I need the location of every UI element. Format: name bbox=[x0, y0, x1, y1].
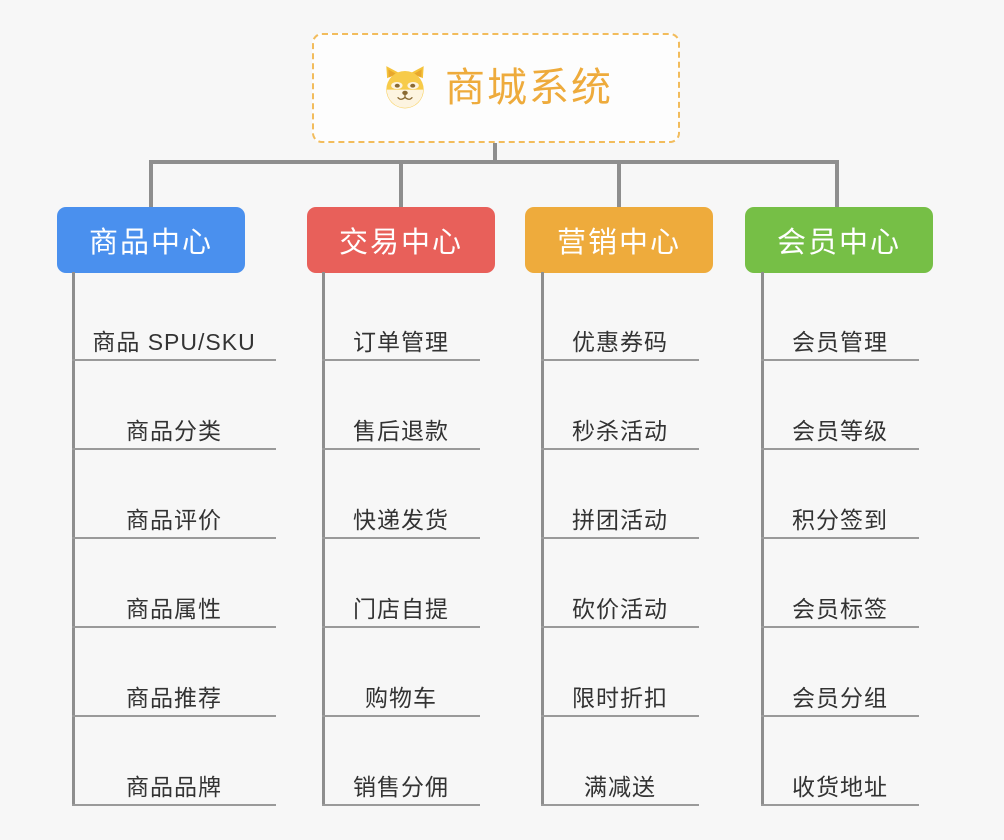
category-header-4[interactable]: 会员中心 bbox=[745, 207, 933, 273]
connector-drop-1 bbox=[149, 160, 153, 207]
leaf-item-4-3[interactable]: 积分签到 bbox=[761, 450, 919, 539]
leaf-label: 收货地址 bbox=[792, 773, 888, 800]
category-header-4-label: 会员中心 bbox=[776, 227, 901, 259]
category-header-3[interactable]: 营销中心 bbox=[525, 207, 713, 273]
leaf-spine-4 bbox=[761, 272, 764, 806]
category-header-2-label: 交易中心 bbox=[338, 227, 463, 259]
leaf-label: 会员管理 bbox=[792, 328, 888, 355]
leaf-label: 商品 SPU/SKU bbox=[92, 328, 256, 355]
leaf-column-1: 商品 SPU/SKU 商品分类 商品评价 商品属性 商品推荐 商品品牌 bbox=[72, 272, 276, 806]
leaf-label: 销售分佣 bbox=[353, 773, 449, 800]
leaf-label: 门店自提 bbox=[353, 595, 449, 622]
leaf-item-2-4[interactable]: 门店自提 bbox=[322, 539, 480, 628]
leaf-label: 砍价活动 bbox=[572, 595, 668, 622]
connector-horizontal-bar bbox=[149, 160, 839, 164]
leaf-label: 订单管理 bbox=[353, 328, 449, 355]
category-header-3-label: 营销中心 bbox=[556, 227, 681, 259]
leaf-item-1-1[interactable]: 商品 SPU/SKU bbox=[72, 272, 276, 361]
leaf-item-3-3[interactable]: 拼团活动 bbox=[541, 450, 699, 539]
leaf-item-1-6[interactable]: 商品品牌 bbox=[72, 717, 276, 806]
leaf-label: 会员标签 bbox=[792, 595, 888, 622]
connector-root-stem bbox=[493, 143, 497, 162]
leaf-column-3: 优惠券码 秒杀活动 拼团活动 砍价活动 限时折扣 满减送 bbox=[541, 272, 699, 806]
leaf-item-3-5[interactable]: 限时折扣 bbox=[541, 628, 699, 717]
leaf-label: 商品评价 bbox=[126, 506, 222, 533]
leaf-item-2-2[interactable]: 售后退款 bbox=[322, 361, 480, 450]
leaf-spine-2 bbox=[322, 272, 325, 806]
root-label: 商城系统 bbox=[445, 66, 613, 110]
leaf-label: 积分签到 bbox=[792, 506, 888, 533]
leaf-label: 商品分类 bbox=[126, 417, 222, 444]
leaf-label: 会员等级 bbox=[792, 417, 888, 444]
leaf-item-3-4[interactable]: 砍价活动 bbox=[541, 539, 699, 628]
leaf-label: 秒杀活动 bbox=[572, 417, 668, 444]
leaf-column-4: 会员管理 会员等级 积分签到 会员标签 会员分组 收货地址 bbox=[761, 272, 919, 806]
leaf-label: 快递发货 bbox=[353, 506, 449, 533]
leaf-item-4-1[interactable]: 会员管理 bbox=[761, 272, 919, 361]
leaf-label: 商品推荐 bbox=[126, 684, 222, 711]
connector-drop-4 bbox=[835, 160, 839, 207]
leaf-item-2-5[interactable]: 购物车 bbox=[322, 628, 480, 717]
leaf-label: 优惠券码 bbox=[572, 328, 668, 355]
connector-drop-2 bbox=[399, 160, 403, 207]
leaf-column-2: 订单管理 售后退款 快递发货 门店自提 购物车 销售分佣 bbox=[322, 272, 480, 806]
leaf-item-4-4[interactable]: 会员标签 bbox=[761, 539, 919, 628]
leaf-item-4-2[interactable]: 会员等级 bbox=[761, 361, 919, 450]
leaf-item-1-4[interactable]: 商品属性 bbox=[72, 539, 276, 628]
leaf-label: 会员分组 bbox=[792, 684, 888, 711]
leaf-item-2-3[interactable]: 快递发货 bbox=[322, 450, 480, 539]
leaf-label: 限时折扣 bbox=[572, 684, 668, 711]
leaf-item-3-6[interactable]: 满减送 bbox=[541, 717, 699, 806]
category-header-2[interactable]: 交易中心 bbox=[307, 207, 495, 273]
leaf-item-1-2[interactable]: 商品分类 bbox=[72, 361, 276, 450]
root-node[interactable]: 商城系统 bbox=[312, 33, 680, 143]
category-header-1[interactable]: 商品中心 bbox=[57, 207, 245, 273]
leaf-item-2-1[interactable]: 订单管理 bbox=[322, 272, 480, 361]
leaf-label: 满减送 bbox=[584, 773, 656, 800]
leaf-label: 商品品牌 bbox=[126, 773, 222, 800]
category-header-1-label: 商品中心 bbox=[88, 227, 213, 259]
shiba-dog-icon bbox=[386, 66, 424, 109]
connector-drop-3 bbox=[617, 160, 621, 207]
leaf-item-3-1[interactable]: 优惠券码 bbox=[541, 272, 699, 361]
leaf-item-3-2[interactable]: 秒杀活动 bbox=[541, 361, 699, 450]
leaf-item-1-3[interactable]: 商品评价 bbox=[72, 450, 276, 539]
leaf-item-1-5[interactable]: 商品推荐 bbox=[72, 628, 276, 717]
leaf-item-4-6[interactable]: 收货地址 bbox=[761, 717, 919, 806]
leaf-spine-3 bbox=[541, 272, 544, 806]
leaf-label: 商品属性 bbox=[126, 595, 222, 622]
leaf-spine-1 bbox=[72, 272, 75, 806]
leaf-label: 售后退款 bbox=[353, 417, 449, 444]
leaf-item-4-5[interactable]: 会员分组 bbox=[761, 628, 919, 717]
leaf-item-2-6[interactable]: 销售分佣 bbox=[322, 717, 480, 806]
leaf-label: 购物车 bbox=[365, 684, 437, 711]
leaf-label: 拼团活动 bbox=[572, 506, 668, 533]
